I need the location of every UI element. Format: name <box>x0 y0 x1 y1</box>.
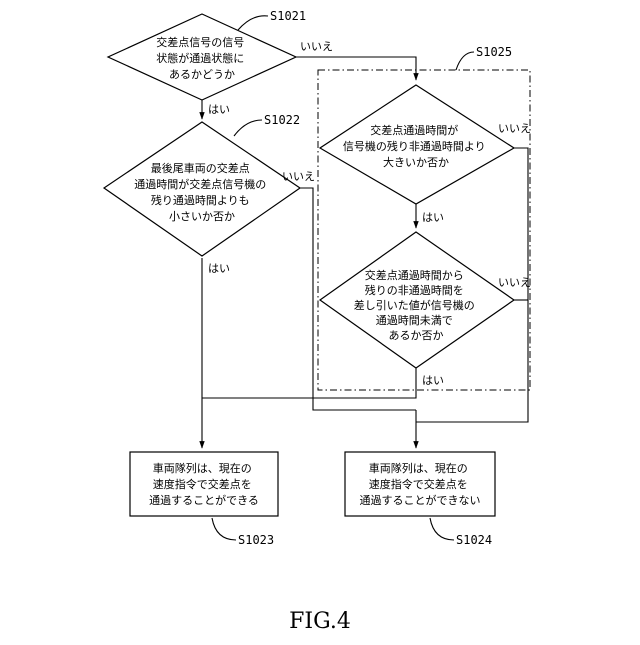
s1024-line-2: 速度指令で交差点を <box>369 477 468 491</box>
s1025b-line-3: 差し引いた値が信号機の <box>354 298 475 312</box>
s1021-no-label: いいえ <box>300 40 333 53</box>
s1025-step-label: S1025 <box>476 45 512 59</box>
s1025b-line-5: あるか否か <box>389 329 444 342</box>
s1024-callout-line <box>430 518 454 540</box>
s1021-callout-line <box>238 16 268 30</box>
s1025a-line-1: 交差点通過時間が <box>370 123 458 137</box>
s1025a-yes-label: はい <box>422 211 444 224</box>
s1025b-line-1: 交差点通過時間から <box>365 268 464 282</box>
s1025b-yes-label: はい <box>422 374 444 387</box>
s1023-text: 車両隊列は、現在の 速度指令で交差点を 通過することができる <box>149 461 259 507</box>
s1022-line-2: 通過時間が交差点信号機の <box>134 177 266 191</box>
s1021-line-2: 状態が通過状態に <box>156 51 244 65</box>
s1024-step-label: S1024 <box>456 533 492 547</box>
s1022-line-1: 最後尾車両の交差点 <box>151 161 250 175</box>
figure-label: FIG.4 <box>289 609 351 634</box>
s1025a-line-3: 大きいか否か <box>383 155 449 169</box>
s1021-no-arrow <box>296 57 416 80</box>
s1023-line-1: 車両隊列は、現在の <box>153 461 252 475</box>
s1022-callout-line <box>234 120 262 136</box>
s1022-line-3: 残り通過時間よりも <box>151 193 250 207</box>
s1022-yes-label: はい <box>208 262 230 275</box>
s1022-line-4: 小さいか否か <box>169 210 235 223</box>
s1024-line-3: 通過することができない <box>360 493 481 507</box>
s1021-line-1: 交差点信号の信号 <box>156 35 244 49</box>
s1022-step-label: S1022 <box>264 113 300 127</box>
s1023-line-3: 通過することができる <box>149 493 259 507</box>
s1023-line-2: 速度指令で交差点を <box>153 477 252 491</box>
s1021-line-3: あるかどうか <box>169 68 235 81</box>
s1021-yes-label: はい <box>208 103 230 116</box>
s1021-step-label: S1021 <box>270 9 306 23</box>
s1025b-no-label: いいえ <box>498 276 531 289</box>
s1025a-no-label: いいえ <box>498 122 531 135</box>
s1025b-yes-line <box>202 368 416 398</box>
s1024-text: 車両隊列は、現在の 速度指令で交差点を 通過することができない <box>360 461 481 507</box>
s1021-text: 交差点信号の信号 状態が通過状態に あるかどうか <box>156 35 248 81</box>
s1025a-line-2: 信号機の残り非通過時間より <box>343 139 486 153</box>
s1024-line-1: 車両隊列は、現在の <box>369 461 468 475</box>
s1025b-line-2: 残りの非通過時間を <box>365 283 464 297</box>
s1025b-line-4: 通過時間未満で <box>376 314 453 327</box>
s1022-no-label: いいえ <box>282 170 315 183</box>
s1023-callout-line <box>212 518 236 540</box>
s1025-callout-line <box>456 52 474 70</box>
s1023-step-label: S1023 <box>238 533 274 547</box>
